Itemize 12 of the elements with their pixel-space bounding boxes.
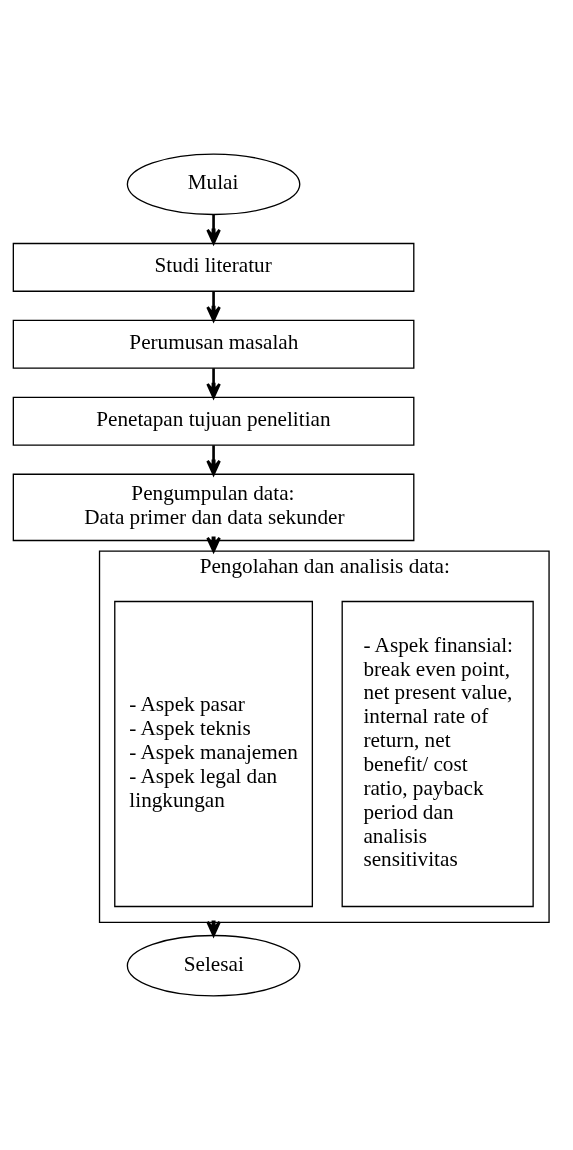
node-box: - Aspek pasar - Aspek teknis - Aspek manajemen - Aspek legal dan lingkungan [114,600,314,908]
arrow [206,214,221,245]
node-box: Perumusan masalah [12,319,415,369]
arrow [206,536,221,553]
node-box: Studi literatur [12,242,415,292]
node-ellipse: Selesai [126,934,301,997]
node-box: Penetapan tujuan penelitian [12,396,415,446]
arrow [206,291,221,322]
node-box: - Aspek finansial: break even point, net present value, internal rate of return, net benefit/ cost ratio, payback period dan analisis sensitivitas [341,600,534,908]
arrow [206,368,221,399]
node-ellipse: Mulai [126,153,301,216]
arrow [206,445,221,476]
